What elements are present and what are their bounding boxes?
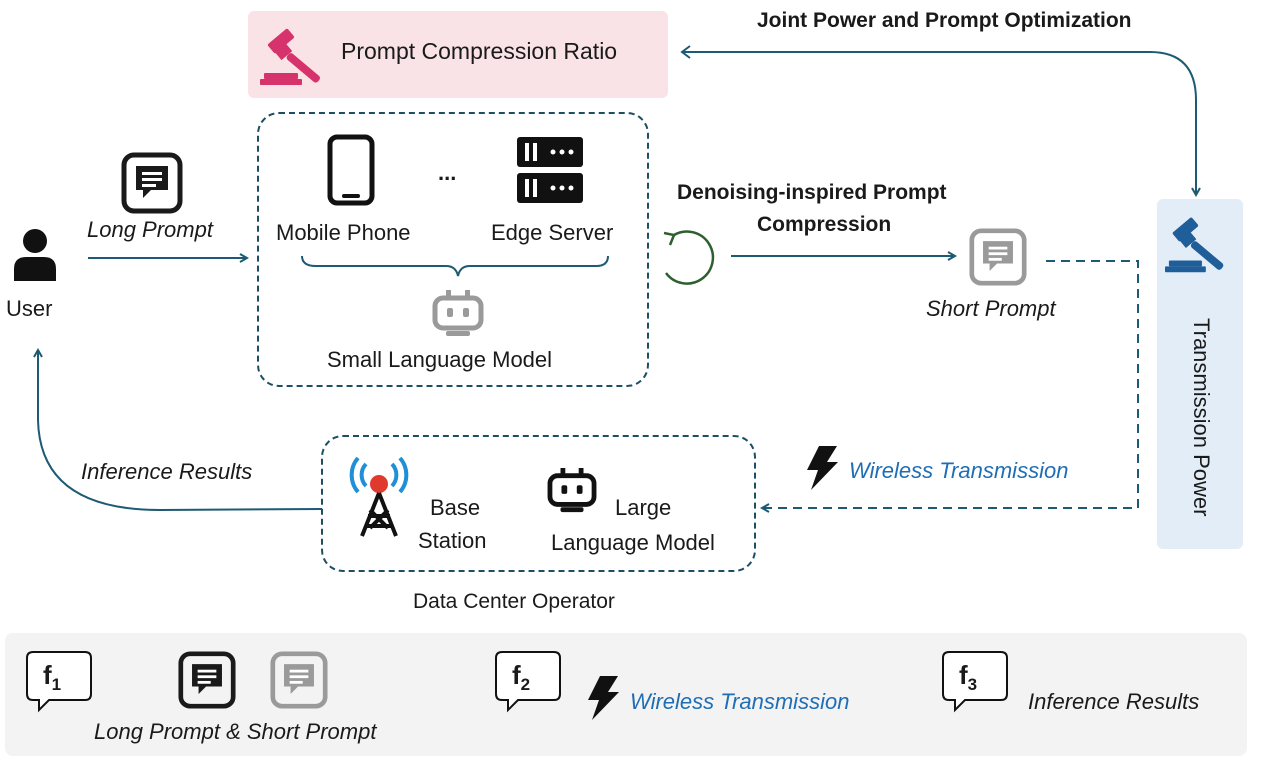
- f2-callout-icon: [495, 651, 561, 713]
- gavel-blue-icon: [1165, 217, 1224, 273]
- chat-bubble-gray-icon: [969, 228, 1027, 286]
- edge-server-label: Edge Server: [491, 220, 614, 245]
- joint-optimization-label: Joint Power and Prompt Optimization: [757, 9, 1132, 32]
- circular-arrow-icon: [663, 230, 715, 285]
- joint-optimization-arrow: [682, 51, 1196, 195]
- person-icon: [14, 229, 56, 281]
- denoising-label-line1: Denoising-inspired Prompt: [677, 181, 947, 204]
- legend-f1-label: Long Prompt & Short Prompt: [94, 719, 377, 744]
- small-language-model-label: Small Language Model: [327, 347, 553, 372]
- f3-symbol: f3: [959, 660, 978, 695]
- small-language-model-box: [257, 112, 649, 387]
- f2-symbol: f2: [512, 660, 531, 695]
- data-center-box: [321, 435, 756, 572]
- robot-dark-icon: [547, 468, 597, 513]
- llm-label-line2: Language Model: [551, 530, 715, 555]
- legend-long-prompt-icon: [178, 651, 236, 709]
- llm-label-line1: Large: [615, 495, 672, 520]
- user-label: User: [6, 296, 53, 321]
- legend-f3-label: Inference Results: [1028, 689, 1200, 714]
- ellipsis: ...: [438, 160, 457, 185]
- gavel-pink-icon: [260, 28, 320, 85]
- lightning-icon: [807, 446, 838, 490]
- short-prompt-label: Short Prompt: [926, 296, 1056, 321]
- base-station-label-line2: Station: [418, 528, 487, 553]
- f1-symbol: f1: [43, 660, 62, 695]
- robot-gray-icon: [432, 290, 484, 336]
- wireless-dashed-path: [762, 260, 1139, 508]
- inference-results-label: Inference Results: [81, 459, 253, 484]
- base-station-label-line1: Base: [430, 495, 481, 520]
- long-prompt-label: Long Prompt: [87, 217, 213, 242]
- brace: [301, 255, 609, 277]
- mobile-phone-icon: [327, 134, 375, 206]
- base-station-icon: [349, 456, 409, 537]
- data-center-operator-label: Data Center Operator: [413, 590, 615, 613]
- denoising-label-line2: Compression: [757, 213, 892, 236]
- legend-f2-label: Wireless Transmission: [630, 689, 850, 714]
- legend-short-prompt-icon: [270, 651, 328, 709]
- chat-bubble-dark-icon: [121, 152, 183, 214]
- mobile-phone-label: Mobile Phone: [276, 220, 411, 245]
- legend-lightning-icon: [588, 676, 619, 720]
- transmission-power-box: [1157, 199, 1243, 549]
- inference-results-arrow: [38, 350, 323, 512]
- f3-callout-icon: [942, 651, 1008, 713]
- prompt-compression-ratio-label: Prompt Compression Ratio: [341, 38, 618, 64]
- transmission-power-label: Transmission Power: [1189, 318, 1214, 517]
- f1-callout-icon: [26, 651, 92, 713]
- edge-server-icon: [517, 137, 583, 203]
- wireless-label: Wireless Transmission: [849, 458, 1069, 483]
- prompt-compression-ratio-box: [248, 11, 668, 98]
